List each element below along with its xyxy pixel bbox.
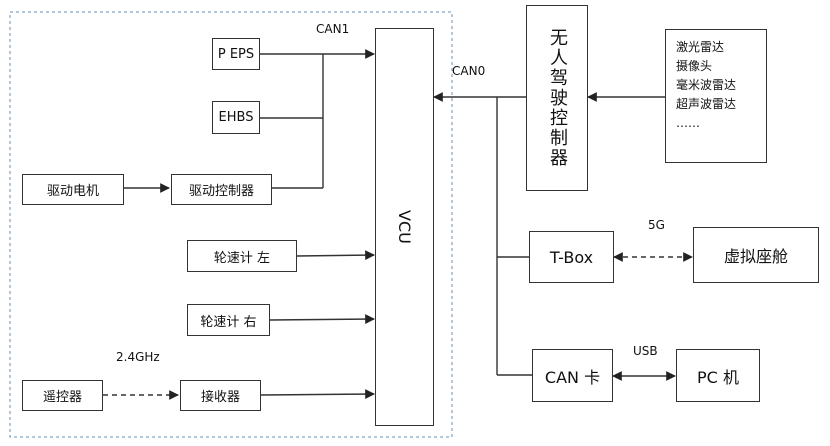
vehicle-boundary	[9, 11, 453, 438]
drive-motor-box: 驱动电机	[22, 174, 124, 205]
can1-bus	[260, 49, 375, 189]
virtual-cockpit-box: 虚拟座舱	[693, 227, 819, 283]
remote-box: 遥控器	[22, 380, 103, 411]
eps-box: P EPS	[212, 38, 260, 70]
5g-label: 5G	[648, 218, 665, 232]
sensor-ultrasonic-radar: 超声波雷达	[676, 97, 737, 111]
vcu-label: VCU	[395, 210, 414, 244]
autonomous-controller-box: 无人驾驶控制器	[526, 5, 588, 191]
autonomous-controller-label: 无人驾驶控制器	[547, 28, 568, 168]
drive-controller-box: 驱动控制器	[171, 174, 272, 205]
edge-wheel-right-vcu	[269, 314, 375, 324]
vcu-box: VCU	[375, 28, 434, 426]
edge-receiver-vcu	[260, 389, 375, 399]
can0-label: CAN0	[452, 64, 486, 78]
sensor-list-box: 激光雷达 摄像头 毫米波雷达 超声波雷达 ……	[665, 29, 767, 163]
pc-box: PC 机	[676, 349, 760, 402]
usb-label: USB	[633, 344, 658, 358]
sensor-camera: 摄像头	[676, 59, 713, 73]
wheel-right-box: 轮速计 右	[187, 304, 270, 336]
wheel-left-box: 轮速计 左	[187, 240, 297, 272]
receiver-box: 接收器	[180, 380, 261, 411]
sensor-ellipsis: ……	[676, 116, 700, 130]
wireless-24ghz-label: 2.4GHz	[116, 350, 160, 364]
sensor-lidar: 激光雷达	[676, 40, 725, 54]
edge-wheel-left-vcu	[296, 250, 375, 261]
ehbs-box: EHBS	[212, 101, 260, 134]
can-card-box: CAN 卡	[532, 349, 613, 402]
sensor-mmwave-radar: 毫米波雷达	[676, 78, 737, 92]
tbox-box: T-Box	[529, 231, 614, 283]
can0-bus	[433, 92, 532, 376]
can1-label: CAN1	[316, 22, 350, 36]
